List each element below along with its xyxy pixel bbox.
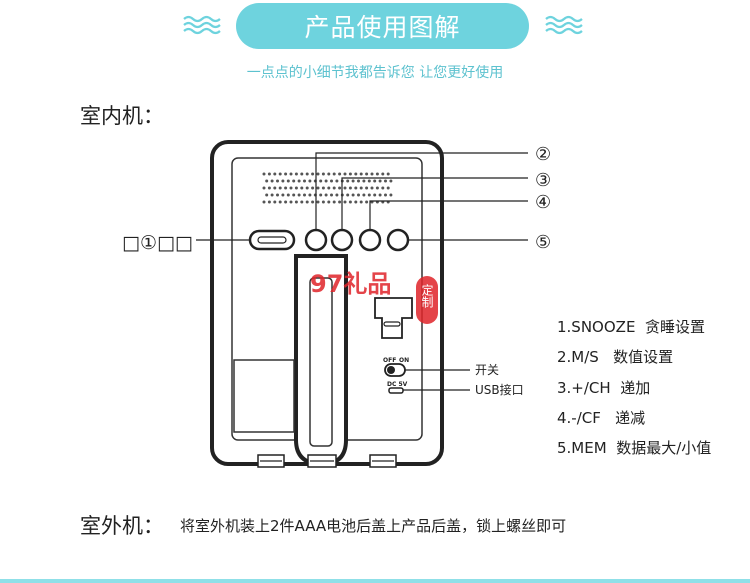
callout-1: □①□□ <box>122 232 193 254</box>
switch-label: 开关 <box>475 363 499 377</box>
right-wave-decoration <box>545 15 583 35</box>
page-subtitle: 一点点的小细节我都告诉您 让您更好使用 <box>246 65 504 81</box>
plus-ch-button <box>330 228 354 252</box>
legend-item-2: 2.M/S 数值设置 <box>557 348 674 366</box>
watermark-seal: 定制 <box>416 276 438 324</box>
hanging-hook-icon <box>374 297 413 339</box>
legend-item-5: 5.MEM 数据最大/小值 <box>557 439 712 457</box>
snooze-button-inner <box>257 236 287 244</box>
watermark-seal-text: 定制 <box>420 283 434 308</box>
legend-item-1: 1.SNOOZE 贪睡设置 <box>557 318 705 336</box>
callout-3: ③ <box>535 170 551 191</box>
footer-divider <box>0 579 750 583</box>
callout-2: ② <box>535 144 551 165</box>
ms-button <box>304 228 328 252</box>
legend-item-3: 3.+/CH 递加 <box>557 379 651 397</box>
left-wave-decoration <box>183 15 221 35</box>
outdoor-unit-heading: 室外机： <box>80 514 164 538</box>
dc-5v-label: DC 5V <box>387 381 408 388</box>
indoor-unit-heading: 室内机： <box>80 104 164 128</box>
callout-5: ⑤ <box>535 232 551 253</box>
page-title: 产品使用图解 <box>304 13 461 42</box>
stand-slot <box>309 277 333 447</box>
snooze-button <box>248 229 296 251</box>
usb-label: USB接口 <box>475 382 524 397</box>
mem-button <box>386 228 410 252</box>
watermark-logo: 97礼品 <box>310 270 391 298</box>
battery-compartment <box>233 359 295 433</box>
outdoor-unit-description: 将室外机装上2件AAA电池后盖上产品后盖，锁上螺丝即可 <box>180 517 567 535</box>
hook-slot <box>383 321 401 327</box>
callout-4: ④ <box>535 192 551 213</box>
speaker-grille-icon <box>262 172 393 204</box>
legend-item-4: 4.-/CF 递减 <box>557 409 646 427</box>
callout-line-3 <box>341 177 528 230</box>
callout-line-4 <box>369 200 528 230</box>
page-title-banner: 产品使用图解 <box>236 3 529 49</box>
power-switch-knob <box>387 366 395 374</box>
switch-on-label: ON <box>399 357 409 364</box>
switch-off-label: OFF <box>383 357 396 364</box>
usb-port <box>388 387 404 394</box>
minus-cf-button <box>358 228 382 252</box>
callout-line-2 <box>315 152 528 230</box>
